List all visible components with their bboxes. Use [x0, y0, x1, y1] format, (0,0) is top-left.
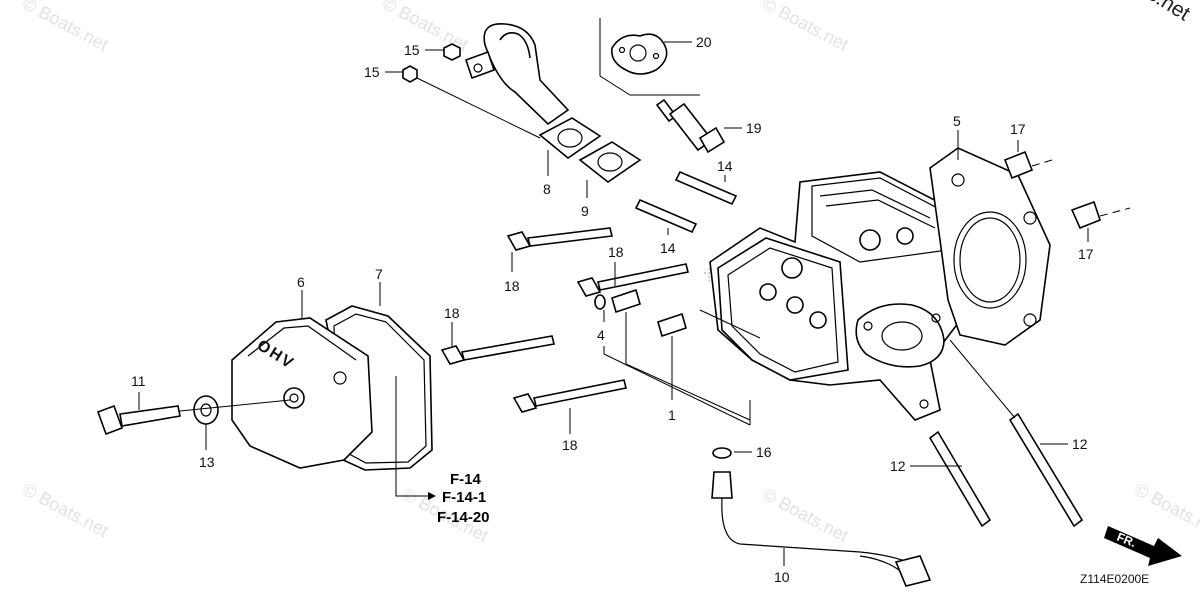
reference-f-14-20[interactable]: F-14-20	[437, 509, 490, 526]
cylinder-head-drawing	[699, 171, 1010, 421]
callout-17-upper: 17	[1010, 121, 1026, 137]
callout-17-lower: 17	[1078, 246, 1094, 262]
callout-15-lower: 15	[364, 64, 380, 80]
callout-18-c: 18	[444, 305, 460, 321]
stud-12-drawing	[910, 339, 1084, 528]
callout-9: 9	[581, 203, 589, 219]
exhaust-pipe-drawing	[385, 23, 642, 198]
callout-7: 7	[375, 266, 383, 282]
stud-14-drawing	[634, 170, 738, 235]
diagram-code: Z114E0200E	[1080, 572, 1149, 586]
head-gasket-5-drawing	[929, 130, 1051, 346]
dowel-pin-17-drawing	[1003, 140, 1131, 242]
callout-12-right: 12	[1072, 436, 1088, 452]
washer-4-drawing	[594, 288, 751, 426]
callout-18-b: 18	[608, 244, 624, 260]
callout-18-d: 18	[562, 437, 578, 453]
callout-11: 11	[131, 373, 146, 389]
reference-f-14[interactable]: F-14	[450, 471, 482, 488]
callout-18-a: 18	[504, 278, 520, 294]
callout-13: 13	[199, 454, 215, 470]
front-direction-label: FR.	[1115, 530, 1138, 550]
bolt-18-drawing	[440, 227, 689, 434]
callout-14-lower: 14	[660, 240, 676, 256]
callout-20: 20	[696, 34, 712, 50]
reference-f-14-1[interactable]: F-14-1	[442, 489, 486, 506]
callout-4: 4	[597, 327, 605, 343]
callout-12-left: 12	[890, 458, 906, 474]
gasket-20-drawing	[599, 18, 700, 96]
spark-plug-19-drawing	[655, 98, 742, 154]
callout-1: 1	[668, 407, 676, 423]
sensor-10-drawing	[711, 447, 932, 587]
callout-14-upper: 14	[717, 158, 733, 174]
head-cover-6-drawing: OHV	[231, 282, 436, 500]
callout-10: 10	[774, 569, 790, 585]
callout-6: 6	[297, 274, 305, 290]
bolt-11-drawing	[96, 392, 291, 450]
callout-8: 8	[543, 181, 551, 197]
callout-19: 19	[746, 120, 762, 136]
callout-5: 5	[953, 113, 961, 129]
callout-16: 16	[756, 444, 772, 460]
callout-15-upper: 15	[404, 42, 420, 58]
front-direction-arrow-icon: FR.	[1104, 526, 1182, 566]
